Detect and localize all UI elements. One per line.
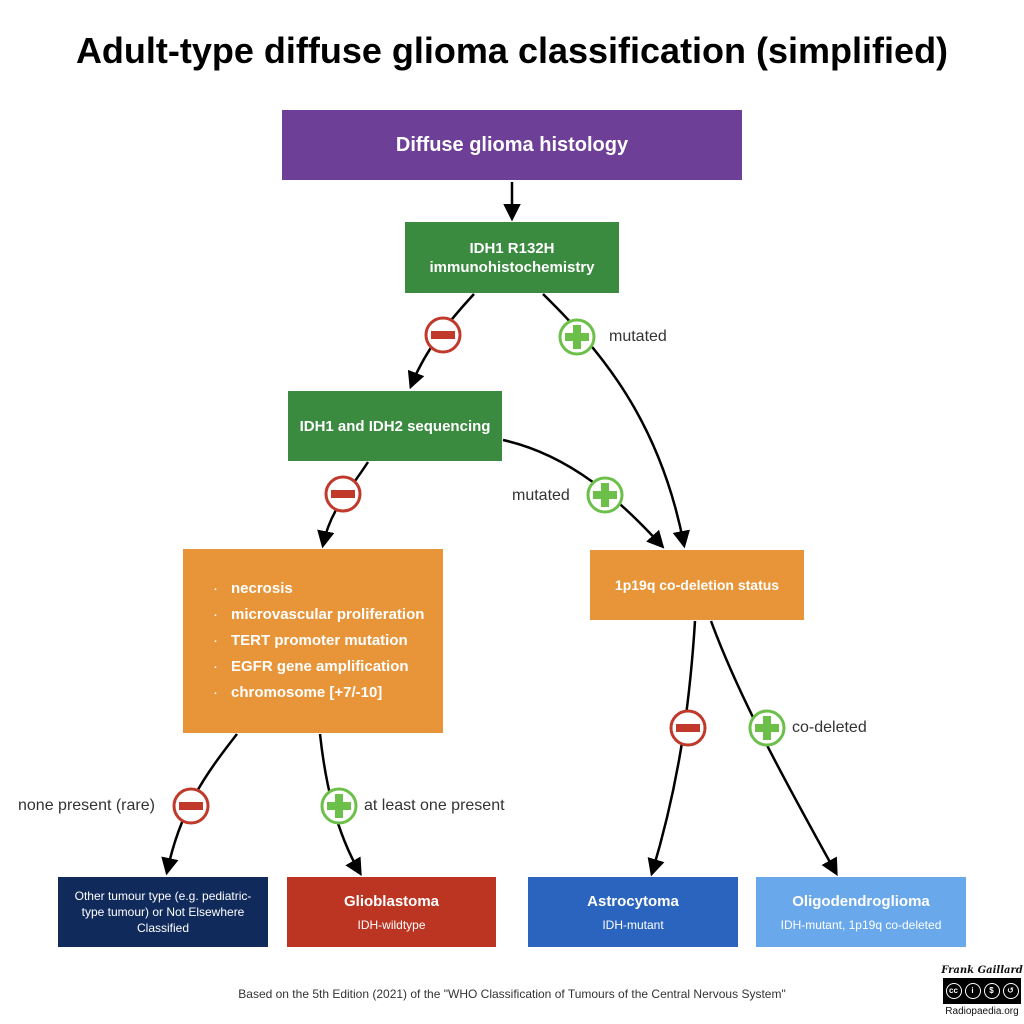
sequencing-label: IDH1 and IDH2 sequencing bbox=[299, 417, 491, 435]
positive-sign-features bbox=[320, 787, 358, 825]
outcome-other-node: Other tumour type (e.g. pediatric-type t… bbox=[58, 877, 268, 947]
arrow-ihc-to-seq bbox=[407, 293, 475, 390]
site-credit: Radiopaedia.org bbox=[945, 1006, 1019, 1017]
outcome-other-label: Other tumour type (e.g. pediatric-type t… bbox=[74, 889, 252, 935]
outcome-glioblastoma-node: Glioblastoma IDH-wildtype bbox=[287, 877, 496, 947]
positive-sign-codel bbox=[748, 709, 786, 747]
page-title: Adult-type diffuse glioma classification… bbox=[75, 30, 949, 71]
feature-item: ·microvascular proliferation bbox=[213, 606, 425, 623]
glioblastoma-title: Glioblastoma bbox=[343, 892, 440, 910]
features-node: ·necrosis ·microvascular proliferation ·… bbox=[183, 549, 443, 733]
negative-sign-codel bbox=[669, 709, 707, 747]
arrow-seq-to-features bbox=[317, 461, 370, 549]
features-list: ·necrosis ·microvascular proliferation ·… bbox=[213, 576, 424, 706]
histology-node: Diffuse glioma histology bbox=[282, 110, 742, 180]
outcome-astrocytoma-node: Astrocytoma IDH-mutant bbox=[528, 877, 738, 947]
histology-label: Diffuse glioma histology bbox=[395, 133, 629, 156]
arrow-codel-to-oligo bbox=[709, 620, 838, 877]
edge-label-ihc-mutated: mutated bbox=[609, 328, 667, 345]
feature-item: ·necrosis bbox=[213, 580, 293, 597]
arrow-codel-to-astro bbox=[647, 620, 697, 877]
ihc-node: IDH1 R132H immunohistochemistry bbox=[405, 222, 619, 293]
astrocytoma-title: Astrocytoma bbox=[587, 892, 679, 910]
author-signature: Frank Gaillard bbox=[941, 965, 1023, 976]
edge-label-at-least-one: at least one present bbox=[364, 797, 505, 814]
codeletion-node: 1p19q co-deletion status bbox=[590, 550, 804, 620]
positive-sign-seq bbox=[586, 476, 624, 514]
negative-sign-ihc bbox=[424, 316, 462, 354]
edge-label-codeleted: co-deleted bbox=[792, 719, 867, 736]
positive-sign-ihc bbox=[558, 318, 596, 356]
oligodendroglioma-title: Oligodendroglioma bbox=[792, 892, 930, 910]
feature-item: ·chromosome [+7/-10] bbox=[213, 684, 383, 701]
codeletion-label: 1p19q co-deletion status bbox=[614, 577, 780, 593]
footer-note: Based on the 5th Edition (2021) of the "… bbox=[238, 987, 786, 1001]
arrow-features-to-gbm bbox=[318, 733, 362, 877]
ihc-label-line1: IDH1 R132H bbox=[469, 239, 555, 257]
ihc-label-line2: immunohistochemistry bbox=[429, 258, 595, 276]
negative-sign-features bbox=[172, 787, 210, 825]
glioblastoma-subtitle: IDH-wildtype bbox=[357, 917, 426, 932]
sequencing-node: IDH1 and IDH2 sequencing bbox=[288, 391, 502, 461]
arrow-features-to-other bbox=[161, 733, 238, 876]
feature-item: ·TERT promoter mutation bbox=[213, 632, 408, 649]
edge-label-none-present: none present (rare) bbox=[18, 797, 155, 814]
negative-sign-seq bbox=[324, 475, 362, 513]
outcome-oligodendroglioma-node: Oligodendroglioma IDH-mutant, 1p19q co-d… bbox=[756, 877, 966, 947]
astrocytoma-subtitle: IDH-mutant bbox=[602, 917, 664, 932]
feature-item: ·EGFR gene amplification bbox=[213, 658, 409, 675]
edge-label-seq-mutated: mutated bbox=[512, 487, 570, 504]
oligodendroglioma-subtitle: IDH-mutant, 1p19q co-deleted bbox=[780, 917, 942, 932]
